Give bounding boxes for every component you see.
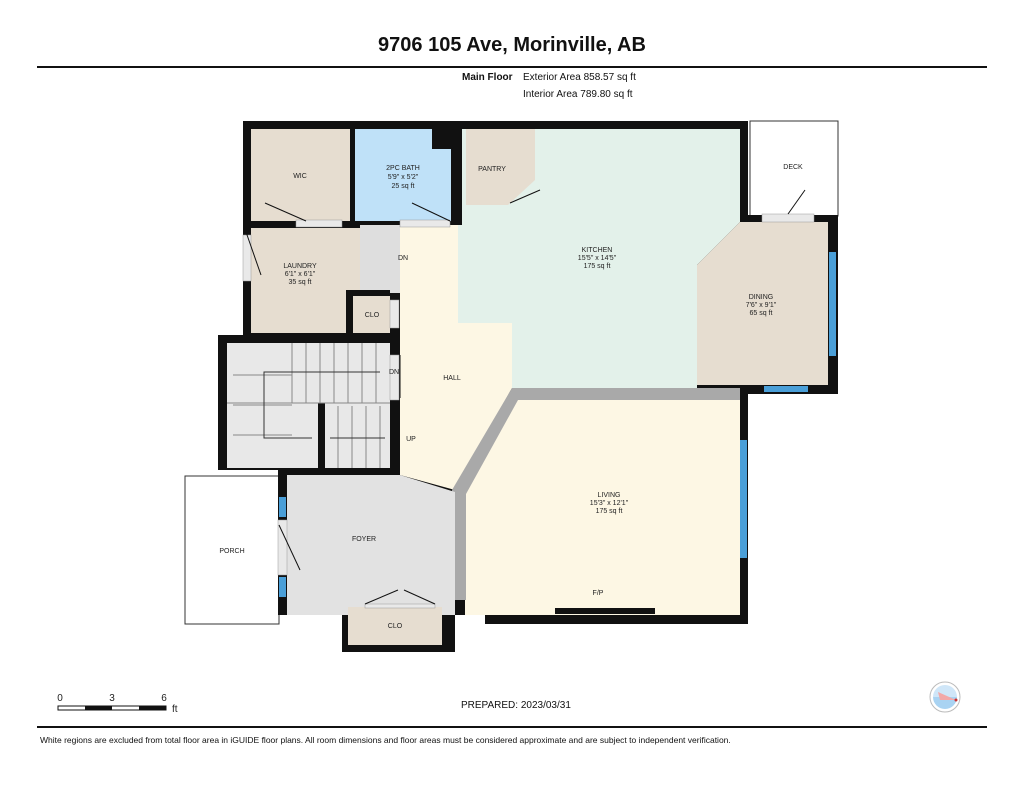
floor-label: Main Floor — [462, 72, 513, 83]
scale-tick: 6 — [161, 693, 167, 704]
room-clo-2 — [348, 607, 442, 645]
porch-area — [184, 475, 280, 625]
clo-2-label: CLO — [388, 623, 403, 630]
dining-label: DINING — [749, 294, 774, 301]
dining-area: 65 sq ft — [750, 310, 773, 317]
deck-area — [749, 120, 839, 217]
divider — [37, 726, 987, 728]
room-hall — [400, 225, 512, 490]
bath-label: 2PC BATH — [386, 165, 420, 172]
compass-icon — [929, 681, 961, 713]
kitchen-dims: 15'5" x 14'5" — [578, 255, 617, 262]
kitchen-area: 175 sq ft — [584, 263, 611, 270]
scale-unit: ft — [172, 704, 178, 715]
living-label: LIVING — [598, 492, 621, 499]
clo-1-label: CLO — [365, 312, 380, 319]
room-clo-1 — [353, 296, 390, 333]
room-laundry — [251, 228, 360, 333]
kitchen-label: KITCHEN — [582, 247, 613, 254]
fireplace-label: F/P — [593, 590, 604, 597]
interior-area: Interior Area 789.80 sq ft — [523, 89, 633, 100]
deck-label: DECK — [783, 164, 803, 171]
living-area: 175 sq ft — [596, 508, 623, 515]
scale-tick: 0 — [57, 693, 63, 704]
fireplace — [555, 608, 655, 614]
scale-bar: 0 3 6 ft — [57, 693, 178, 715]
divider — [37, 66, 987, 68]
laundry-area: 35 sq ft — [289, 279, 312, 286]
room-foyer — [287, 475, 455, 615]
stair-arrow-down — [263, 371, 380, 439]
door-swings — [245, 189, 806, 605]
prepared-date: PREPARED: 2023/03/31 — [461, 700, 571, 711]
hall-label: HALL — [443, 375, 461, 382]
foyer-label: FOYER — [352, 536, 376, 543]
stairs-dn-label-2: DN — [389, 369, 399, 376]
dining-dims: 7'6" x 9'1" — [746, 302, 777, 309]
room-dining — [697, 222, 828, 385]
room-living — [465, 388, 740, 615]
porch-label: PORCH — [219, 548, 244, 555]
room-wic — [251, 129, 350, 221]
windows — [279, 252, 836, 597]
laundry-label: LAUNDRY — [283, 263, 317, 270]
scale-tick: 3 — [109, 693, 115, 704]
room-pantry — [466, 129, 535, 205]
stairs-dn-label-1: DN — [398, 255, 408, 262]
pantry-label: PANTRY — [478, 166, 506, 173]
stairs-down-small — [360, 225, 400, 293]
disclaimer: White regions are excluded from total fl… — [40, 735, 731, 745]
exterior-area: Exterior Area 858.57 sq ft — [523, 72, 636, 83]
living-dims: 15'3" x 12'1" — [590, 500, 629, 507]
laundry-dims: 6'1" x 6'1" — [285, 271, 316, 278]
wic-label: WIC — [293, 173, 307, 180]
stairs-up-label: UP — [406, 436, 416, 443]
bath-area: 25 sq ft — [392, 183, 415, 190]
page-title: 9706 105 Ave, Morinville, AB — [378, 34, 646, 56]
room-kitchen — [458, 129, 740, 388]
bath-dims: 5'9" x 5'2" — [388, 174, 419, 181]
